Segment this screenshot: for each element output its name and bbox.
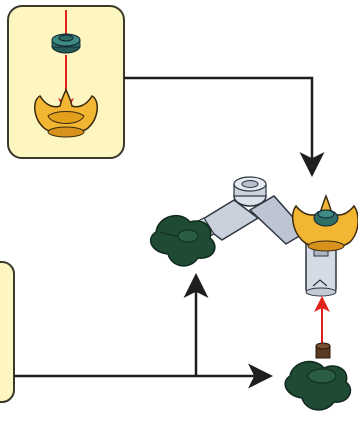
callout-box-bottom-left bbox=[0, 261, 15, 403]
connector-hub-icon bbox=[233, 176, 267, 207]
brown-stem-icon bbox=[315, 342, 331, 359]
yellow-flower-icon bbox=[34, 88, 98, 138]
flow-arrow-top-right bbox=[124, 76, 325, 177]
teal-round-plate-icon bbox=[51, 33, 81, 54]
yellow-flower-on-connector-icon bbox=[291, 193, 358, 252]
dark-green-leaf-left-icon bbox=[149, 214, 216, 267]
dark-green-leaf-bottom-right-icon bbox=[284, 342, 352, 411]
callout-box-top-left bbox=[7, 5, 125, 159]
